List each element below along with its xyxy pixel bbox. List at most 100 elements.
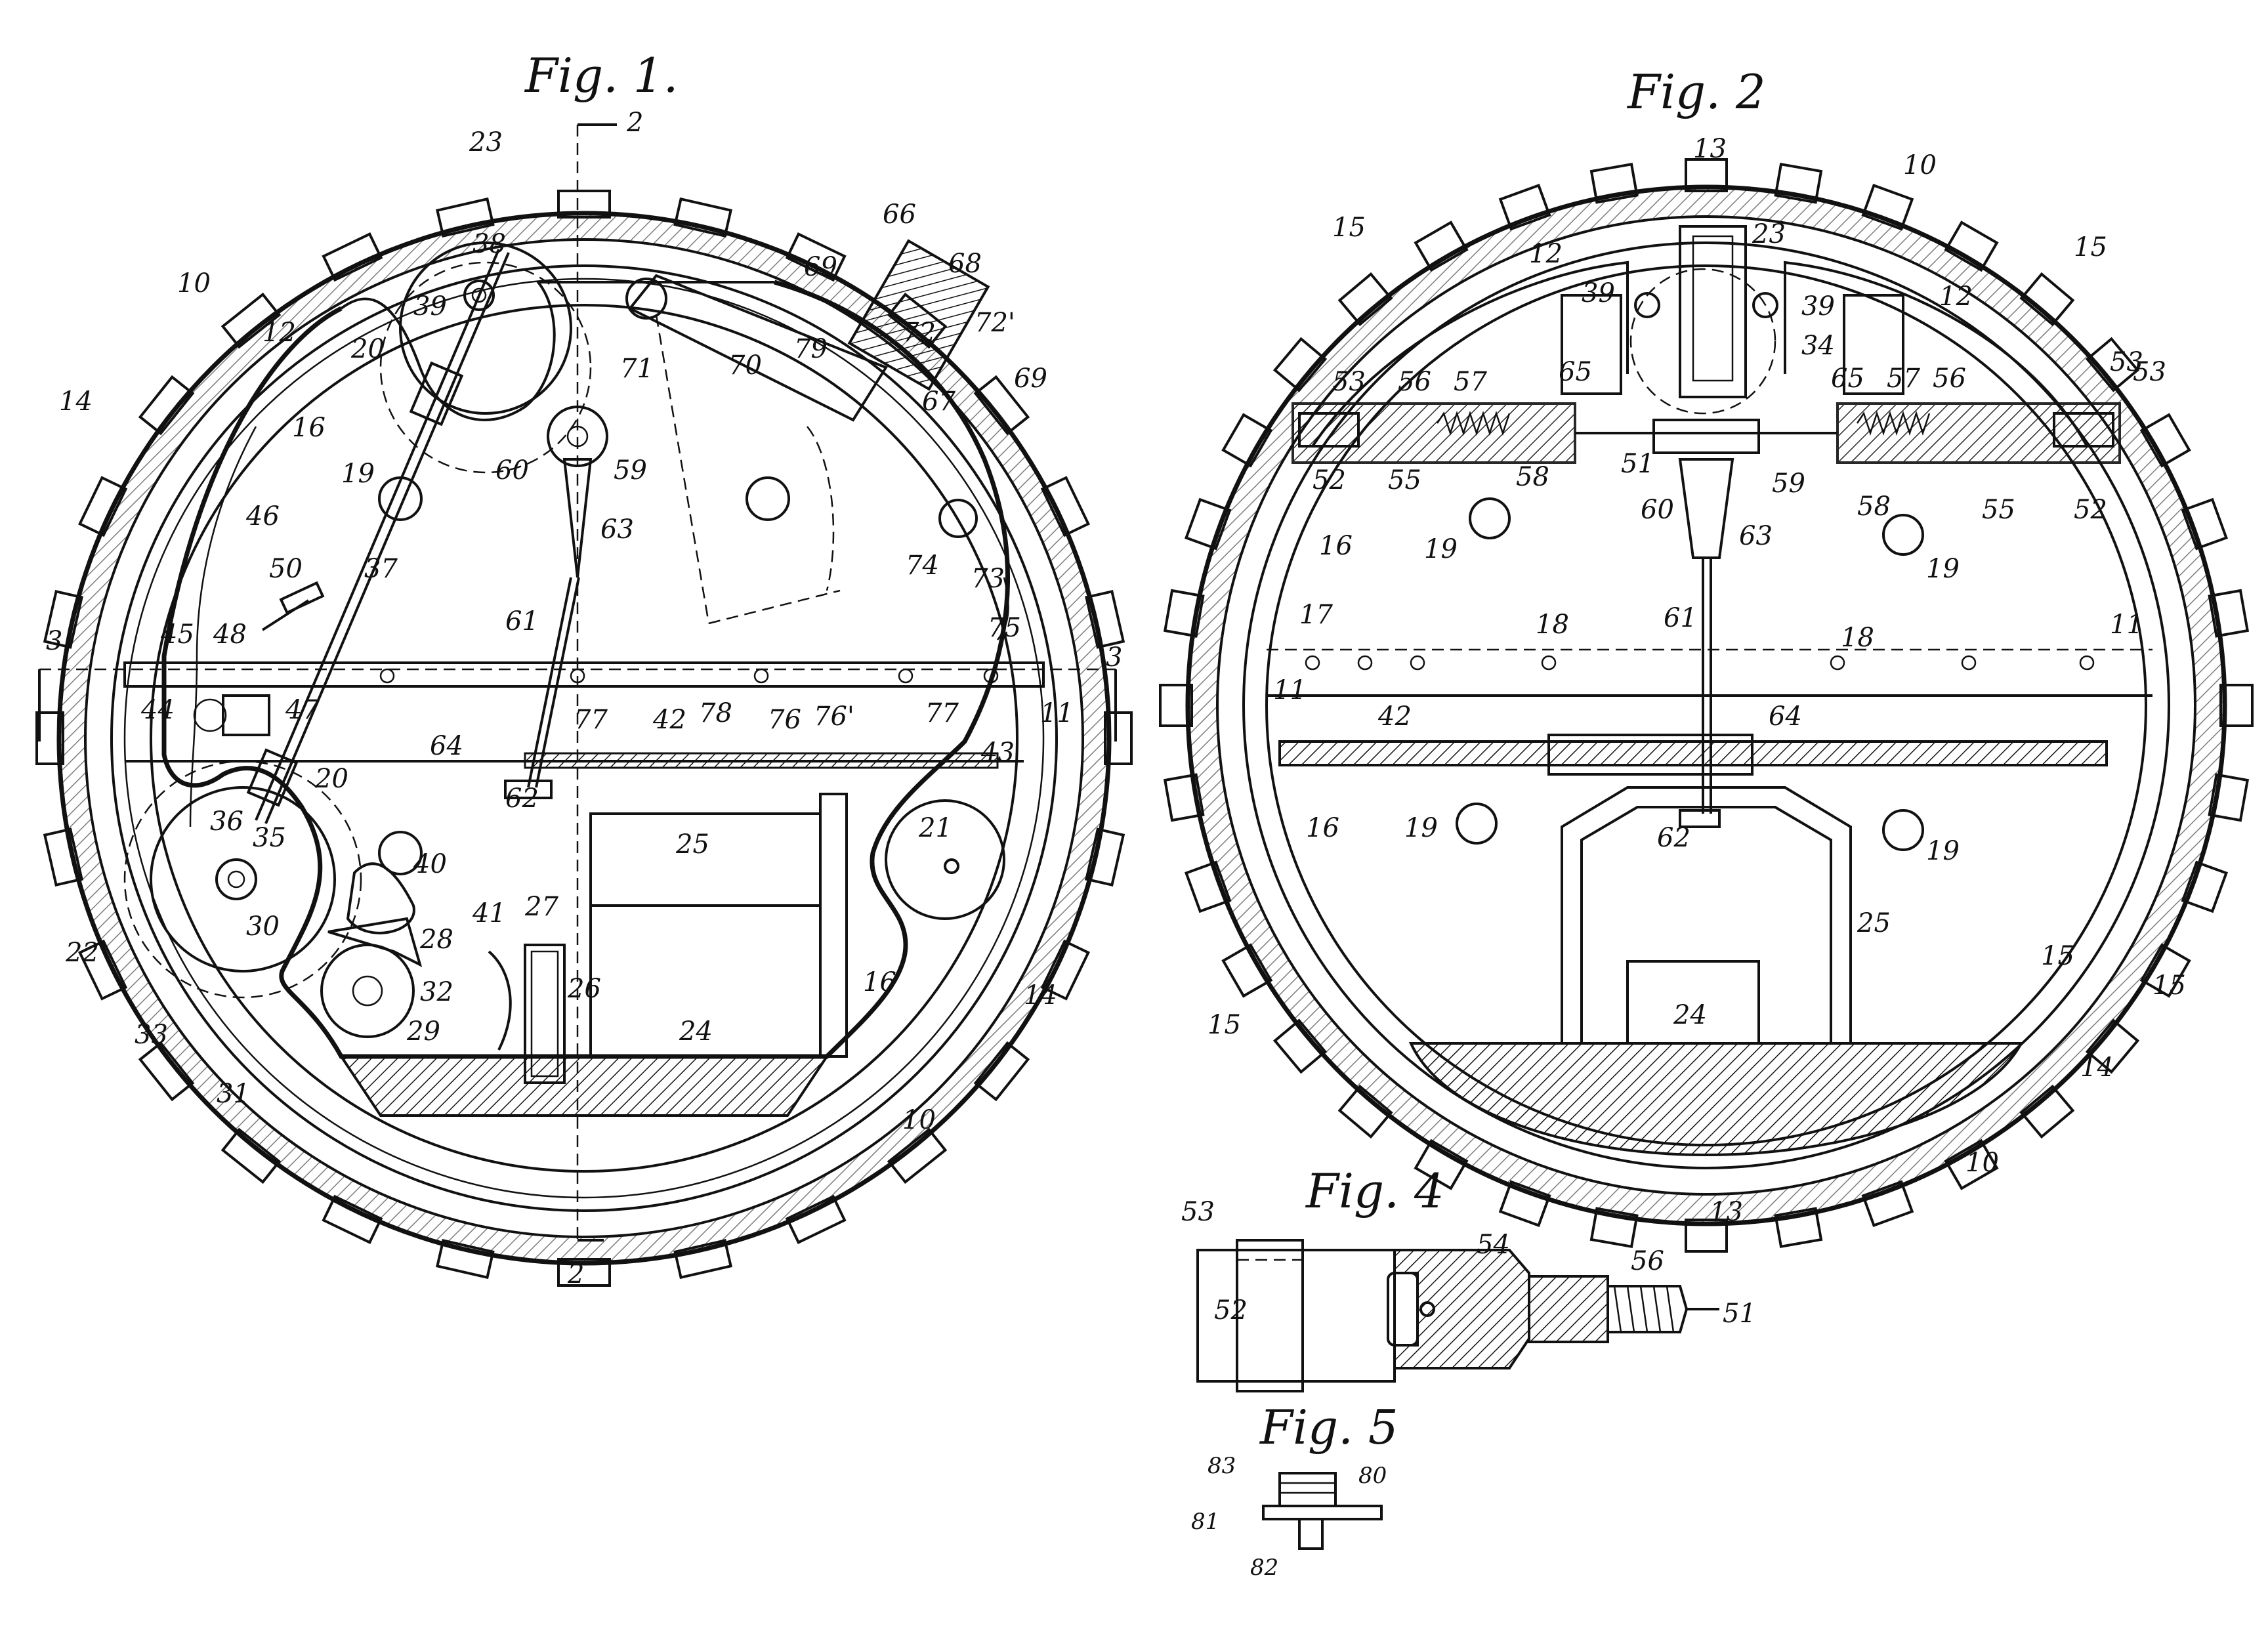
fig2-ref: 39 — [1801, 291, 1835, 322]
fig1-ref: 2 — [567, 1259, 584, 1289]
fig2-ref: 60 — [1641, 495, 1674, 525]
fig1-ref: 12 — [262, 318, 296, 348]
fig1-ref: 35 — [253, 823, 286, 853]
fig1-ref: 45 — [160, 619, 194, 650]
fig1-ref: 68 — [948, 249, 982, 279]
fig2-ref: 64 — [1769, 701, 1802, 732]
fig1-ref: 26 — [567, 974, 601, 1004]
fig2-tread-teeth — [1159, 158, 2254, 1253]
fig2-ref: 10 — [1965, 1148, 1999, 1178]
fig1-ref: 19 — [341, 459, 375, 489]
fig2-ref: 11 — [1273, 675, 1307, 705]
fig5-ref: 81 — [1191, 1509, 1219, 1535]
fig1-ref: 20 — [350, 334, 385, 364]
fig2-ref: 52 — [1312, 465, 1346, 495]
fig1-ref: 14 — [1024, 980, 1057, 1011]
fig2-ref: 56 — [1398, 367, 1431, 397]
fig2-ref: 53 — [2133, 357, 2166, 387]
fig1-ref: 39 — [413, 291, 447, 322]
fig2-ref: 51 — [1621, 449, 1654, 479]
fig2-ref: 53 — [1332, 367, 1366, 397]
fig1-ref: 76' — [814, 701, 854, 732]
fig1-ref: 77 — [574, 705, 608, 735]
fig4-ref: 56 — [1631, 1246, 1664, 1276]
fig1-ref: 43 — [980, 738, 1015, 768]
figure-4: Fig. 4 53 54 56 52 51 — [1181, 1163, 1756, 1392]
fig2-ref: 12 — [1529, 239, 1563, 269]
fig1-ref: 23 — [469, 127, 503, 157]
fig1-ref: 28 — [419, 925, 453, 955]
fig2-ref: 10 — [1903, 150, 1937, 180]
fig1-ref: 61 — [505, 606, 539, 637]
fig2-ref: 19 — [1424, 534, 1458, 564]
fig2-ref: 24 — [1673, 1000, 1707, 1030]
fig1-ref: 20 — [314, 764, 348, 794]
fig4-ref: 54 — [1477, 1230, 1510, 1260]
fig1-ref: 64 — [430, 731, 463, 761]
fig2-ref: 15 — [1332, 213, 1366, 243]
fig1-ref: 66 — [883, 199, 916, 230]
fig5-ref: 80 — [1358, 1463, 1387, 1489]
fig2-ref: 55 — [1982, 495, 2015, 525]
fig1-ref: 47 — [285, 695, 319, 725]
fig2-ref: 17 — [1299, 600, 1333, 630]
fig2-ref: 16 — [1306, 813, 1339, 843]
fig2-ref: 19 — [1926, 554, 1960, 584]
fig1-ref: 24 — [679, 1016, 713, 1047]
fig2-ref: 39 — [1582, 278, 1615, 308]
fig1-ref: 46 — [245, 501, 280, 532]
fig4-ref: 52 — [1214, 1295, 1248, 1326]
fig1-ref: 10 — [177, 268, 211, 299]
fig2-ref: 56 — [1933, 364, 1966, 394]
fig1-ref: 29 — [406, 1016, 440, 1047]
fig2-reference-numerals: 13 10 12 15 15 23 39 39 34 12 15 53 53 5… — [1208, 134, 2186, 1227]
fig1-ref: 63 — [600, 514, 634, 545]
fig4-pin-assembly — [1196, 1239, 1719, 1392]
fig5-part — [1262, 1472, 1383, 1550]
fig4-ref: 53 — [1181, 1197, 1215, 1227]
fig1-ref: 79 — [794, 334, 828, 364]
fig1-ref: 70 — [728, 350, 762, 381]
fig1-ref: 72 — [902, 318, 936, 348]
fig1-ref: 16 — [863, 967, 896, 997]
fig1-ref: 77 — [925, 698, 959, 728]
fig1-ref: 11 — [1040, 698, 1074, 728]
fig1-ref: 25 — [675, 829, 709, 860]
figure-1-title: Fig. 1. — [524, 48, 679, 103]
figure-5: Fig. 5 83 80 81 82 — [1191, 1400, 1398, 1581]
fig1-ref: 60 — [495, 455, 529, 486]
figure-5-title: Fig. 5 — [1259, 1400, 1398, 1455]
fig1-ref: 59 — [614, 455, 647, 486]
fig2-ref: 65 — [1831, 364, 1864, 394]
fig2-ref: 52 — [2074, 495, 2107, 525]
fig2-ref: 18 — [1841, 623, 1874, 653]
fig1-ref: 72' — [975, 308, 1015, 338]
fig1-ref: 31 — [217, 1079, 250, 1109]
fig2-ref: 13 — [1710, 1197, 1743, 1227]
fig1-ref: 37 — [364, 554, 398, 584]
fig1-wheel-body — [35, 123, 1133, 1287]
fig1-ref: 67 — [922, 387, 956, 417]
fig4-ref: 51 — [1723, 1299, 1756, 1329]
fig2-ref: 57 — [1887, 364, 1920, 394]
fig2-wheel-body — [1159, 158, 2254, 1253]
fig1-ref: 3 — [46, 626, 62, 656]
fig5-ref: 83 — [1208, 1453, 1236, 1479]
fig1-ref: 76 — [768, 705, 801, 735]
fig2-ref: 15 — [2041, 941, 2074, 971]
fig2-ref: 58 — [1516, 462, 1549, 492]
fig2-ref: 23 — [1752, 219, 1786, 249]
fig1-ref: 30 — [246, 911, 280, 942]
fig1-ref: 2 — [626, 108, 643, 138]
fig2-ref: 59 — [1772, 469, 1805, 499]
fig2-ref: 63 — [1739, 521, 1773, 551]
fig1-ref: 22 — [65, 938, 99, 968]
fig4-reference-numerals: 53 54 56 52 51 — [1181, 1197, 1756, 1329]
fig2-ref: 61 — [1664, 603, 1697, 633]
fig1-ref: 73 — [971, 564, 1005, 594]
fig1-ref: 14 — [59, 387, 93, 417]
fig2-ref: 25 — [1857, 908, 1891, 938]
fig1-ref: 78 — [699, 698, 732, 728]
fig2-ref: 14 — [2080, 1053, 2114, 1083]
